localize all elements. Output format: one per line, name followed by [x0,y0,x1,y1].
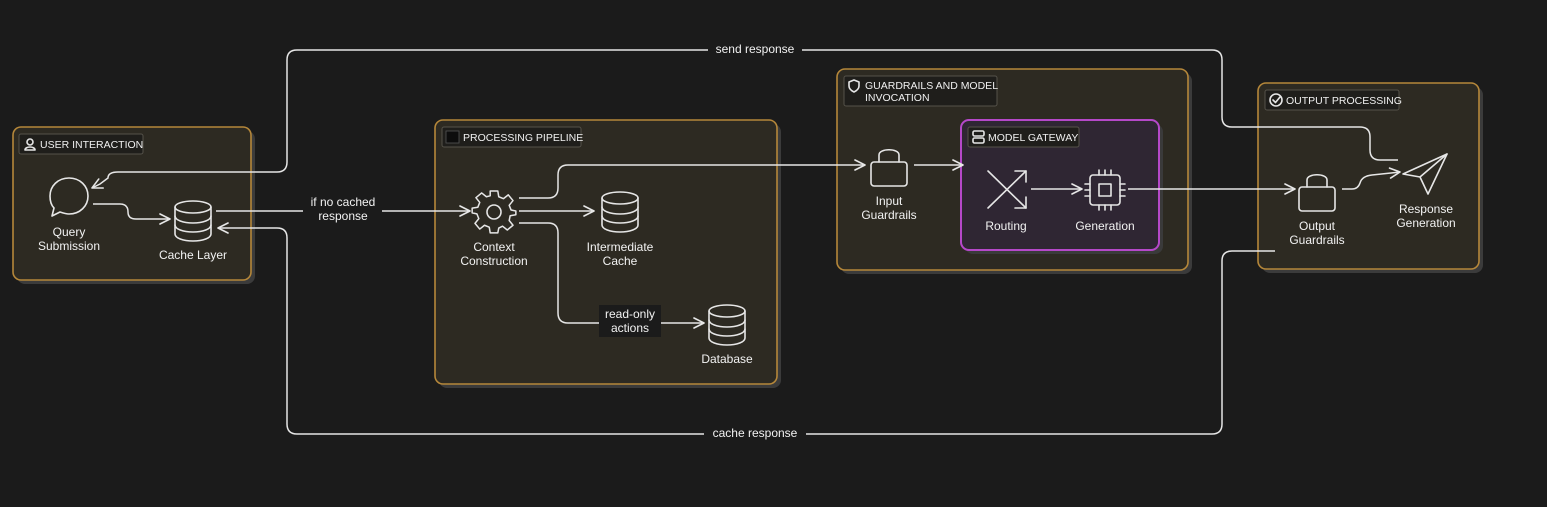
node-label: Guardrails [1289,233,1344,247]
node-label: Output [1299,219,1336,233]
node-label: Intermediate [587,240,654,254]
node-label: Response [1399,202,1453,216]
shield-icon [848,79,860,93]
node-context-construction: Context Construction [460,190,528,268]
svg-text:actions: actions [611,321,649,335]
group-title-guardrails-line1: GUARDRAILS AND MODEL [865,80,998,92]
server-icon [972,130,985,144]
node-label: Input [876,194,903,208]
node-routing: Routing [985,170,1027,233]
node-label: Cache Layer [159,248,227,262]
node-label: Guardrails [861,208,916,222]
group-title-box [843,75,998,107]
svg-text:response: response [318,209,368,223]
edge-context-to-input-guardrails [519,159,866,199]
node-label: Generation [1075,219,1134,233]
node-database: Database [701,304,753,366]
node-output-guardrails: Output Guardrails [1289,173,1345,247]
edge-label-if-no-cached: if no cached response [303,193,382,225]
lock-icon [870,148,908,187]
node-label: Cache [603,254,638,268]
edge-send-response [91,49,1398,189]
node-label: Generation [1396,216,1455,230]
database-icon [601,191,639,233]
group-title-model-gateway: MODEL GATEWAY [988,132,1078,144]
group-model-gateway: MODEL GATEWAY [960,119,1163,254]
check-circle-icon [1269,93,1283,107]
group-title-box [18,133,144,155]
database-icon [708,304,746,346]
svg-text:if no cached: if no cached [311,195,376,209]
group-title-guardrails-line2: INVOCATION [865,92,930,104]
node-response-generation: Response Generation [1396,153,1456,230]
svg-text:send response: send response [716,42,795,56]
group-title-user-interaction: USER INTERACTION [40,139,143,151]
svg-text:read-only: read-only [605,307,655,321]
edge-query-to-cache [93,203,171,225]
node-label: Database [701,352,753,366]
svg-text:cache response: cache response [713,426,798,440]
group-title-box [967,126,1080,148]
node-query-submission: Query Submission [38,177,100,253]
group-title-box [1264,89,1400,111]
edge-label-send-response: send response [708,40,802,57]
group-title-output-processing: OUTPUT PROCESSING [1286,95,1402,107]
database-icon [174,200,212,242]
edge-label-read-only: read-only actions [599,305,661,337]
chat-bubble-icon [49,177,89,217]
edge-label-cache-response: cache response [704,424,806,441]
send-icon [1402,153,1448,195]
group-title-box [441,126,582,148]
user-icon [24,138,36,151]
group-title-processing-pipeline: PROCESSING PIPELINE [463,132,583,144]
node-label: Query [53,225,86,239]
node-label: Context [473,240,515,254]
node-intermediate-cache: Intermediate Cache [587,191,654,268]
edge-output-to-response [1342,167,1401,190]
edge-context-to-database [519,222,705,329]
lock-icon [1298,173,1336,212]
node-input-guardrails: Input Guardrails [861,148,917,222]
node-cache-layer: Cache Layer [159,200,227,262]
shuffle-icon [987,170,1027,209]
node-label: Construction [460,254,527,268]
node-generation: Generation [1075,169,1135,233]
gear-icon [471,190,517,234]
node-label: Submission [38,239,100,253]
node-label: Routing [985,219,1026,233]
chip-icon [1084,169,1126,211]
square-icon [445,130,460,144]
